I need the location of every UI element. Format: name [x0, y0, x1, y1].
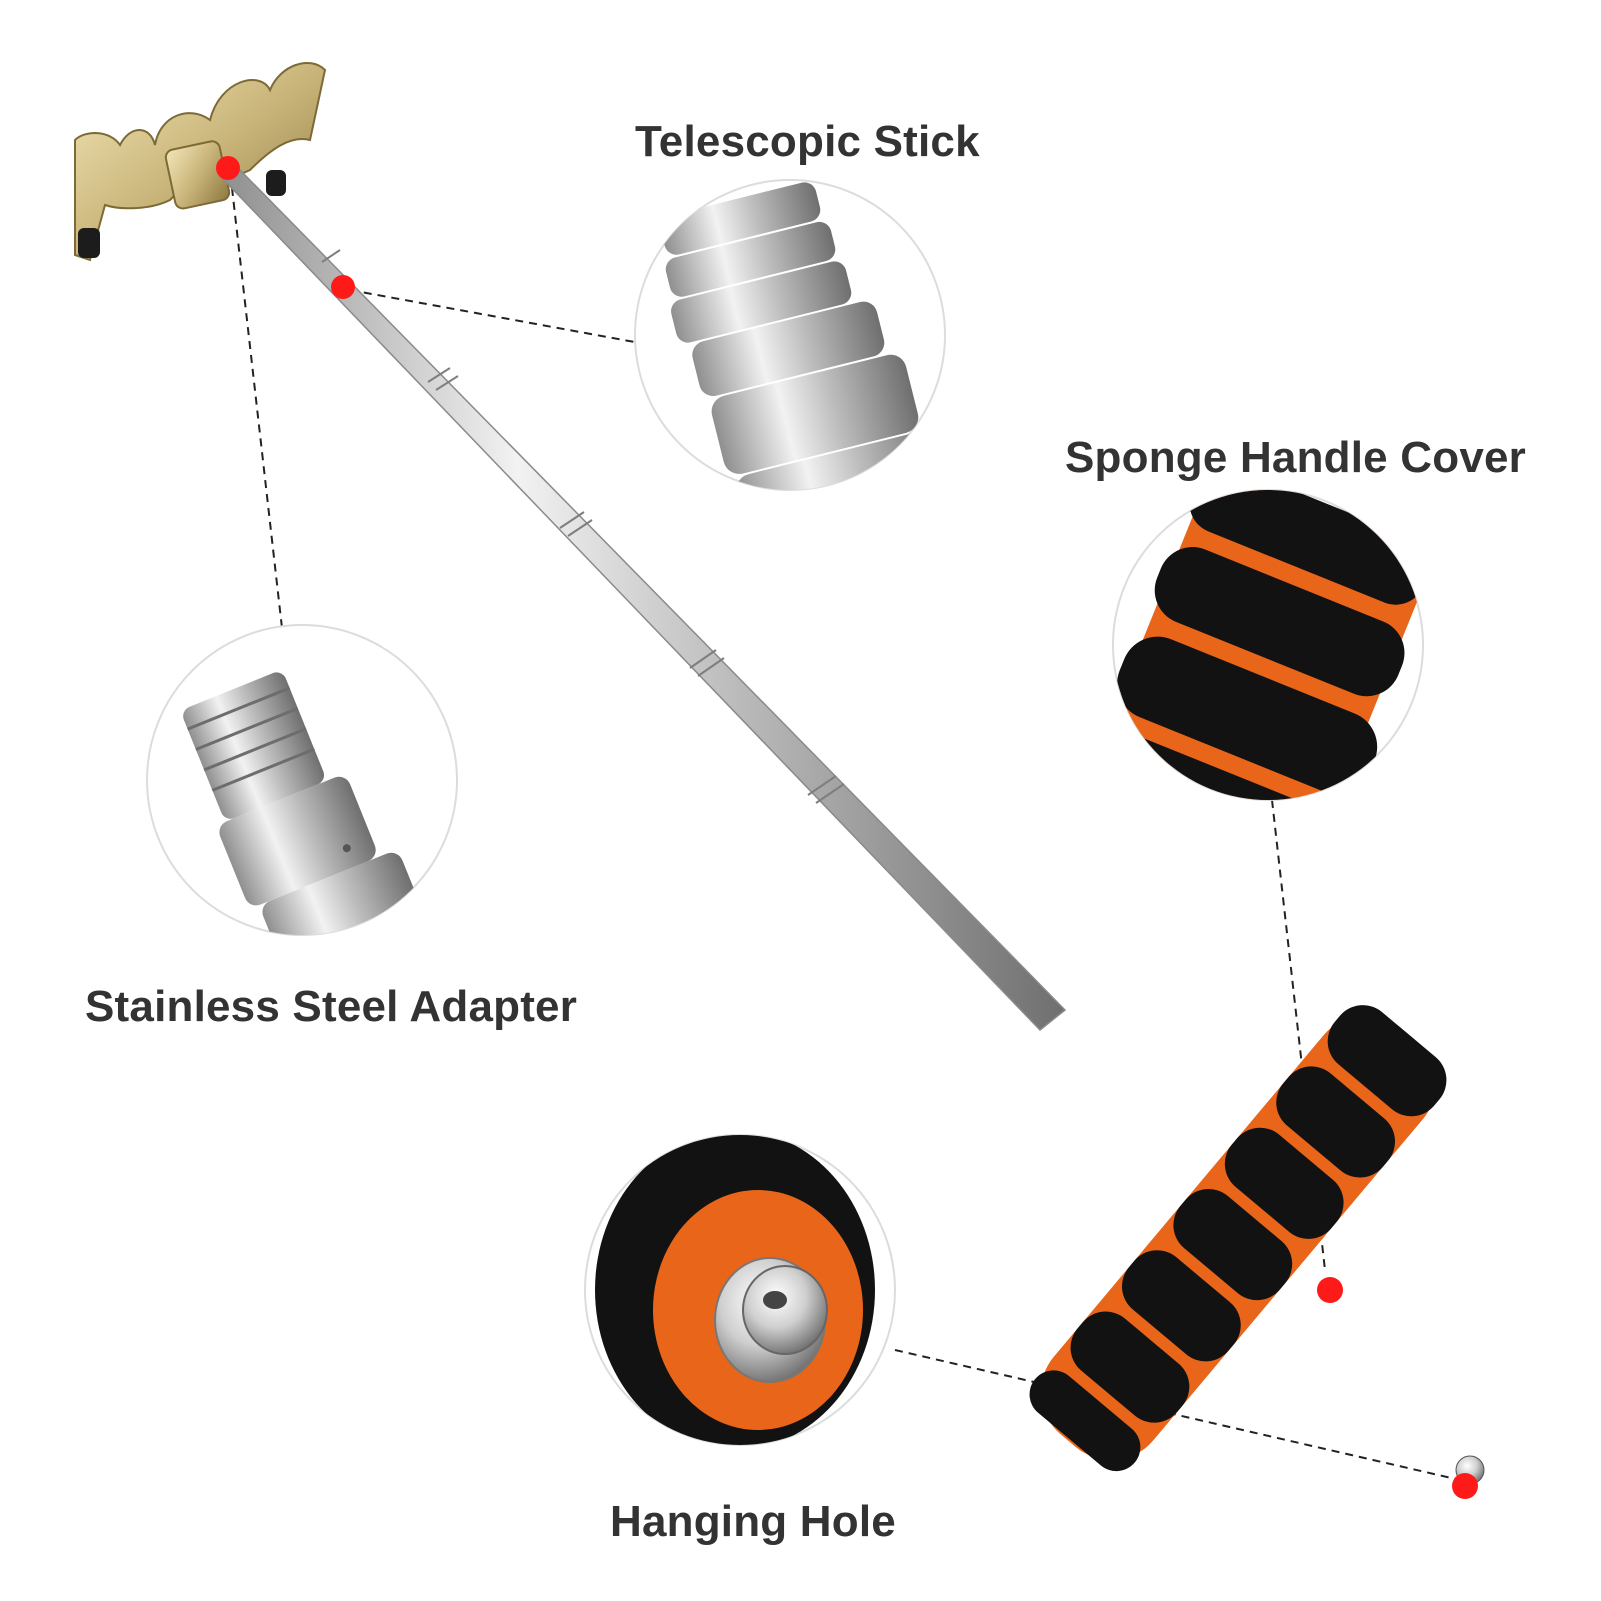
detail-circle-telescopic — [634, 179, 948, 523]
callout-dot-sponge — [1317, 1277, 1343, 1303]
detail-circle-hanging — [584, 1134, 896, 1446]
callout-line-hanging — [894, 1349, 1461, 1481]
label-sponge-handle-cover: Sponge Handle Cover — [1065, 433, 1526, 482]
callout-line-telescopic — [349, 289, 641, 344]
callout-dot-hanging — [1452, 1473, 1478, 1499]
detail-circle-adapter — [146, 624, 458, 982]
label-hanging-hole: Hanging Hole — [610, 1497, 896, 1546]
bridge-head — [74, 61, 327, 262]
callout-dot-adapter — [216, 156, 240, 180]
label-telescopic-stick: Telescopic Stick — [635, 117, 980, 166]
sponge-handle — [1029, 1005, 1447, 1472]
callout-line-adapter — [231, 187, 283, 629]
callout-dot-telescopic — [331, 275, 355, 299]
callout-dots — [216, 156, 1478, 1499]
label-stainless-steel-adapter: Stainless Steel Adapter — [85, 982, 578, 1031]
detail-circle-sponge — [1080, 464, 1430, 847]
